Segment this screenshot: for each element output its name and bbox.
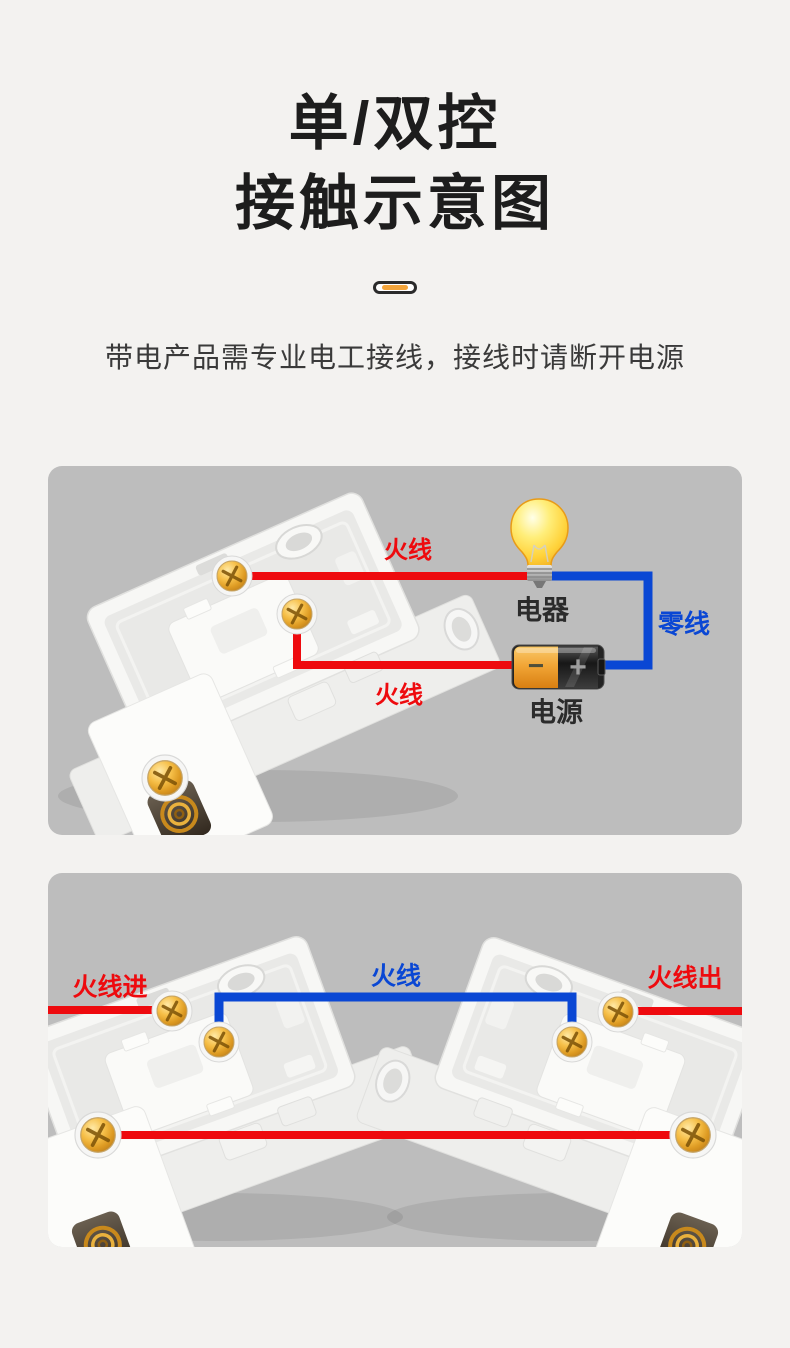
neutral-wire-segment [540, 571, 653, 670]
live-wire-middle-segment [214, 992, 577, 1045]
screw-terminal-icon [150, 989, 194, 1033]
screw-terminal-icon [197, 1020, 241, 1064]
header: 单/双控 接触示意图 [0, 0, 790, 244]
page-title-line-1: 单/双控 [288, 90, 502, 157]
screw-terminal-icon [210, 554, 254, 598]
screw-terminal-icon [550, 1020, 594, 1064]
double-control-diagram-panel: 火线进 火线 火线出 [48, 873, 742, 1247]
live-wire-top-label: 火线 [384, 537, 432, 564]
single-control-diagram-panel: − + 火线 电器 零线 火线 电源 [48, 466, 742, 835]
screw-terminal-icon [140, 753, 190, 803]
live-wire-middle-label: 火线 [370, 962, 422, 991]
battery-plus-sign: + [569, 651, 587, 684]
screw-terminal-icon [275, 592, 319, 636]
appliance-label: 电器 [515, 595, 569, 626]
battery-icon: − + [511, 644, 606, 690]
double-control-diagram-svg [48, 910, 742, 1247]
screw-terminal-icon [596, 990, 640, 1034]
light-bulb-icon [510, 498, 569, 588]
live-wire-in-label: 火线进 [72, 973, 148, 1002]
single-control-diagram-svg: − + [48, 466, 653, 835]
live-wire-bottom-label: 火线 [375, 682, 423, 709]
page-title-line-2: 接触示意图 [235, 170, 555, 237]
divider-pill-icon [373, 281, 417, 294]
battery-minus-sign: − [528, 650, 544, 681]
warning-text: 带电产品需专业电工接线，接线时请断开电源 [104, 342, 685, 373]
live-wire-out-label: 火线出 [647, 964, 723, 993]
divider-orange-bar [382, 285, 408, 290]
power-source-label: 电源 [529, 697, 583, 728]
neutral-wire-label: 零线 [657, 609, 711, 639]
screw-terminal-icon [73, 1110, 123, 1160]
screw-terminal-icon [668, 1110, 718, 1160]
